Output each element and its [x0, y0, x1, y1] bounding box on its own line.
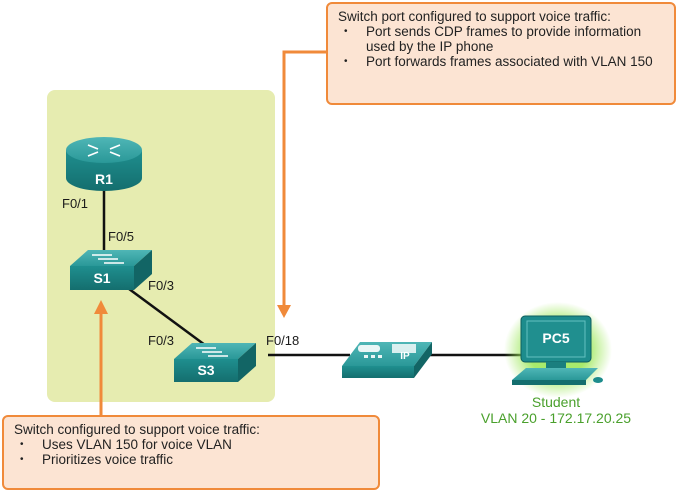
router-label: R1	[95, 171, 113, 187]
callout-bottom-list: Uses VLAN 150 for voice VLAN Prioritizes…	[14, 437, 368, 467]
pc-vlan-label: VLAN 20 - 172.17.20.25	[480, 410, 632, 426]
arrow-top-callout	[282, 50, 326, 310]
callout-bottom-title: Switch configured to support voice traff…	[14, 422, 260, 437]
link-s1-s3	[124, 284, 206, 347]
callout-top-list: Port sends CDP frames to provide informa…	[338, 24, 664, 69]
port-label-s1-f05: F0/5	[108, 229, 135, 244]
callout-bottom-bullet-1: Uses VLAN 150 for voice VLAN	[14, 437, 368, 452]
switch-s1-icon	[70, 250, 152, 290]
arrowhead-bottom	[94, 300, 108, 314]
pc-icon	[504, 302, 612, 398]
port-label-s1-f03: F0/3	[148, 278, 175, 293]
pc-label: PC5	[542, 330, 570, 346]
switch-s3-icon	[174, 343, 256, 382]
port-label-s3-f03: F0/3	[148, 333, 175, 348]
port-label-r1-f01: F0/1	[62, 196, 89, 211]
arrowhead-top	[277, 305, 291, 318]
callout-bottom-bullet-2: Prioritizes voice traffic	[14, 452, 368, 467]
switch-s3-label: S3	[197, 362, 215, 378]
switch-s1-label: S1	[93, 270, 111, 286]
ip-phone-icon	[342, 342, 432, 378]
port-label-s3-f018: F0/18	[266, 333, 300, 348]
router-icon	[66, 137, 142, 191]
callout-switch-voice: Switch configured to support voice traff…	[2, 415, 380, 490]
phone-label: IP	[400, 351, 410, 362]
pc-user-label: Student	[531, 394, 581, 410]
callout-port-voice: Switch port configured to support voice …	[326, 2, 676, 105]
callout-top-title: Switch port configured to support voice …	[338, 9, 611, 24]
callout-top-bullet-2: Port forwards frames associated with VLA…	[338, 54, 664, 69]
callout-top-bullet-1: Port sends CDP frames to provide informa…	[338, 24, 664, 54]
